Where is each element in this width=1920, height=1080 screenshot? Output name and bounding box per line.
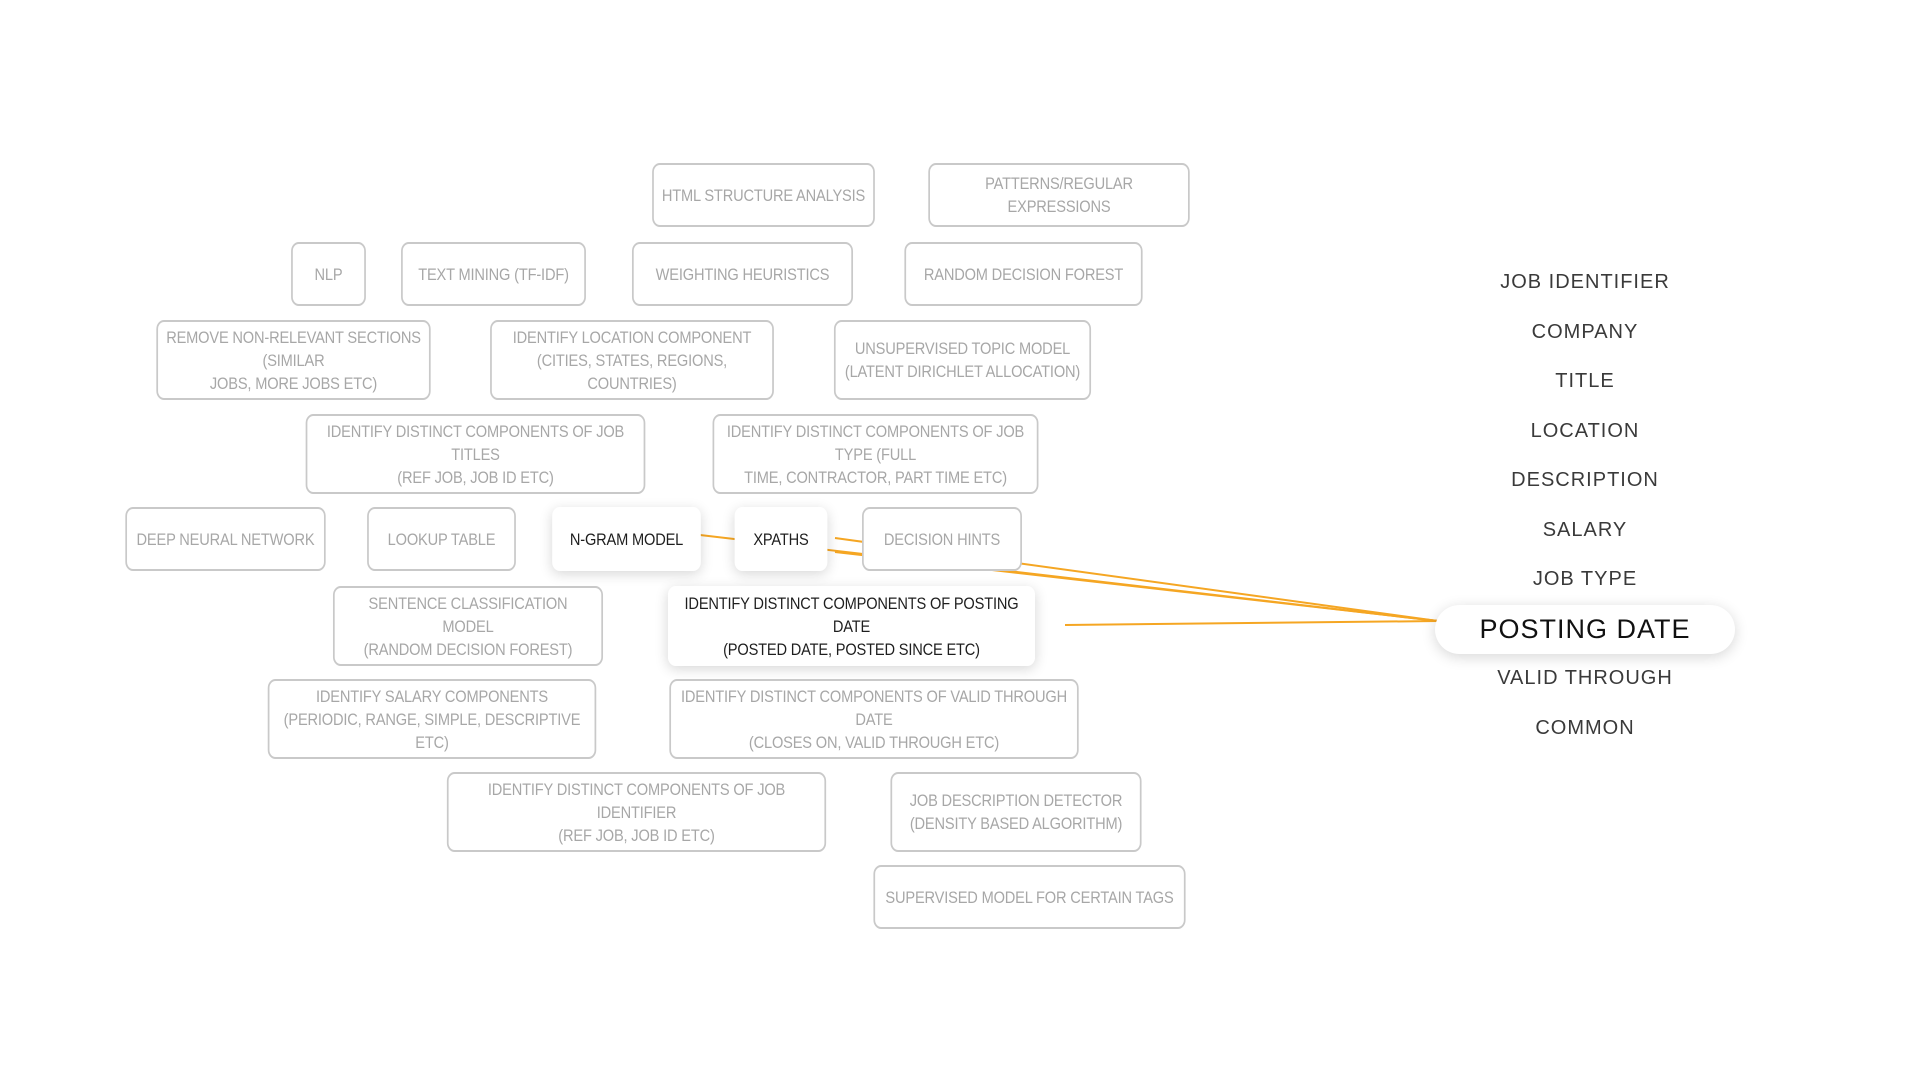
connector-posting-date-component-to-posting-date <box>1064 620 1439 626</box>
box-identify-job-title-components[interactable]: IDENTIFY DISTINCT COMPONENTS OF JOB TITL… <box>305 414 646 494</box>
box-deep-neural-network[interactable]: DEEP NEURAL NETWORK <box>125 507 326 571</box>
box-html-structure-analysis[interactable]: HTML STRUCTURE ANALYSIS <box>652 163 875 227</box>
category-location[interactable]: LOCATION <box>1435 407 1735 457</box>
box-unsupervised-topic-model[interactable]: UNSUPERVISED TOPIC MODEL (LATENT DIRICHL… <box>833 320 1092 400</box>
box-weighting-heuristics[interactable]: WEIGHTING HEURISTICS <box>631 242 854 306</box>
category-posting-date[interactable]: POSTING DATE <box>1435 604 1735 654</box>
box-identify-job-type-components[interactable]: IDENTIFY DISTINCT COMPONENTS OF JOB TYPE… <box>712 414 1039 494</box>
box-identify-salary-components[interactable]: IDENTIFY SALARY COMPONENTS (PERIODIC, RA… <box>267 679 597 759</box>
category-company[interactable]: COMPANY <box>1435 308 1735 358</box>
box-supervised-model-for-certain-tags[interactable]: SUPERVISED MODEL FOR CERTAIN TAGS <box>873 865 1186 929</box>
box-lookup-table[interactable]: LOOKUP TABLE <box>367 507 516 571</box>
category-label: LOCATION <box>1530 419 1640 442</box>
category-description[interactable]: DESCRIPTION <box>1435 456 1735 506</box>
box-random-decision-forest[interactable]: RANDOM DECISION FOREST <box>904 242 1143 306</box>
category-label: VALID THROUGH <box>1497 667 1673 690</box>
category-common[interactable]: COMMON <box>1435 704 1735 754</box>
box-xpaths[interactable]: XPATHS <box>734 507 828 571</box>
box-decision-hints[interactable]: DECISION HINTS <box>862 507 1022 571</box>
category-label: JOB TYPE <box>1532 568 1638 591</box>
category-label: TITLE <box>1555 370 1615 393</box>
box-patterns-regular-expressions[interactable]: PATTERNS/REGULAR EXPRESSIONS <box>928 163 1190 227</box>
category-label: JOB IDENTIFIER <box>1500 271 1670 294</box>
box-n-gram-model[interactable]: N-GRAM MODEL <box>552 507 701 571</box>
box-remove-non-relevant-sections[interactable]: REMOVE NON-RELEVANT SECTIONS (SIMILAR JO… <box>156 320 431 400</box>
category-label: POSTING DATE <box>1479 613 1691 644</box>
category-job-type[interactable]: JOB TYPE <box>1435 555 1735 605</box>
category-title[interactable]: TITLE <box>1435 357 1735 407</box>
active-category-pill <box>1435 604 1735 654</box>
category-list: JOB IDENTIFIER COMPANY TITLE LOCATION DE… <box>1435 258 1735 753</box>
category-label: COMMON <box>1535 716 1635 739</box>
category-label: DESCRIPTION <box>1511 469 1659 492</box>
box-identify-location-component[interactable]: IDENTIFY LOCATION COMPONENT (CITIES, STA… <box>490 320 774 400</box>
box-identify-posting-date-components[interactable]: IDENTIFY DISTINCT COMPONENTS OF POSTING … <box>667 586 1036 666</box>
category-salary[interactable]: SALARY <box>1435 506 1735 556</box>
box-sentence-classification-model[interactable]: SENTENCE CLASSIFICATION MODEL (RANDOM DE… <box>332 586 604 666</box>
box-job-description-detector[interactable]: JOB DESCRIPTION DETECTOR (DENSITY BASED … <box>890 772 1142 852</box>
category-label: SALARY <box>1542 518 1628 541</box>
box-identify-job-identifier-components[interactable]: IDENTIFY DISTINCT COMPONENTS OF JOB IDEN… <box>446 772 827 852</box>
box-nlp[interactable]: NLP <box>291 242 366 306</box>
box-identify-valid-through-components[interactable]: IDENTIFY DISTINCT COMPONENTS OF VALID TH… <box>669 679 1079 759</box>
category-valid-through[interactable]: VALID THROUGH <box>1435 654 1735 704</box>
category-job-identifier[interactable]: JOB IDENTIFIER <box>1435 258 1735 308</box>
category-label: COMPANY <box>1531 320 1639 343</box>
box-text-mining-tf-idf[interactable]: TEXT MINING (TF-IDF) <box>401 242 586 306</box>
